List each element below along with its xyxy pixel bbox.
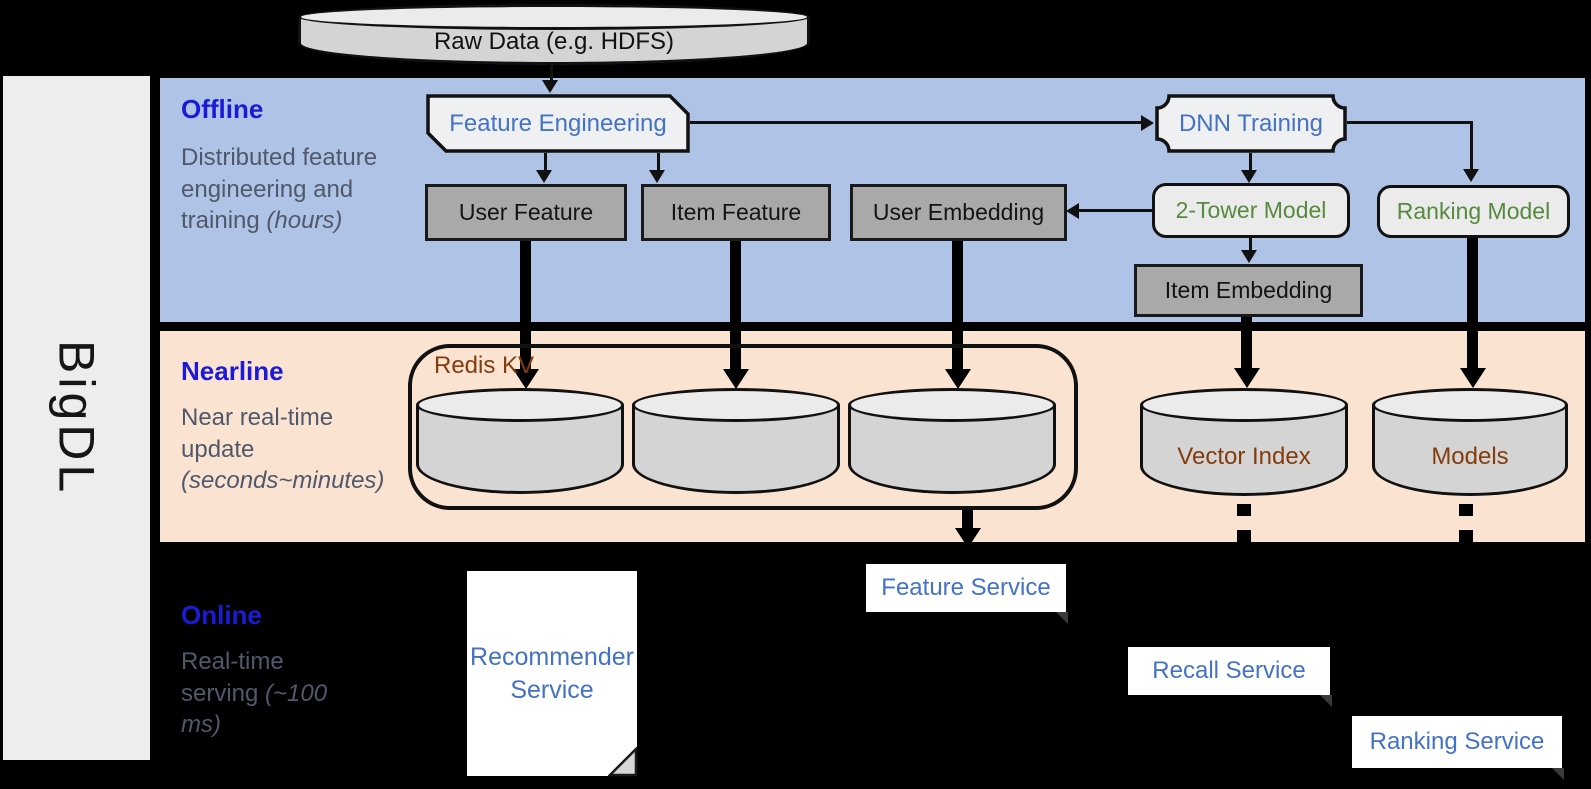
- folded-corner-icon: [608, 747, 638, 777]
- snip-rect-shape: [426, 94, 690, 153]
- connector-dnn-ranking-h: [1347, 121, 1473, 124]
- recommender-service-node: Recommender Service: [467, 571, 637, 776]
- connector-twotower-userembedding: [1079, 209, 1153, 212]
- pipe-itemfeature-redis: [730, 241, 741, 371]
- dashed-stub-models-2: [1459, 530, 1473, 542]
- folded-corner-icon: [1320, 695, 1332, 707]
- redis-cylinder-2: [632, 388, 840, 494]
- nearline-duration: (seconds~minutes): [181, 467, 385, 495]
- dashed-stub-vectorindex-2: [1237, 530, 1251, 542]
- recall-service-label: Recall Service: [1152, 657, 1306, 684]
- pipe-userfeature-redis: [520, 241, 531, 371]
- feature-service-node: Feature Service: [866, 564, 1068, 624]
- offline-description: Distributed feature engineering and trai…: [181, 142, 391, 237]
- redis-kv-container: [408, 344, 1078, 510]
- connector-rawdata-fe: [550, 64, 553, 82]
- cylinder-top: [416, 388, 624, 422]
- raw-data-store: Raw Data (e.g. HDFS): [298, 4, 810, 65]
- online-title: Online: [181, 600, 262, 630]
- item-embedding-node: Item Embedding: [1134, 264, 1363, 317]
- pipe-userembedding-redis: [952, 241, 963, 371]
- arrowhead-twotower-itemembedding: [1241, 250, 1257, 263]
- pipe-itemembedding-vectorindex: [1241, 317, 1252, 370]
- item-feature-node: Item Feature: [641, 184, 831, 241]
- offline-title: Offline: [181, 94, 264, 124]
- dnn-training-label: DNN Training: [1178, 109, 1324, 137]
- online-description-text: Real-time serving: [181, 648, 284, 707]
- plaque-shape: [1155, 94, 1347, 153]
- cylinder-top: [632, 388, 840, 422]
- cylinder-top: [848, 388, 1056, 422]
- bigdl-sidebar: BigDL: [3, 76, 150, 760]
- pipe-head-itemembedding: [1234, 368, 1260, 388]
- models-store: Models: [1372, 388, 1568, 496]
- vector-index-label: Vector Index: [1177, 443, 1311, 470]
- nearline-description: Near real-time update (seconds~minutes): [181, 402, 406, 497]
- redis-kv-label: Redis KV: [434, 352, 535, 379]
- pipe-rankingmodel-models: [1467, 238, 1478, 370]
- cylinder-top: [1372, 388, 1568, 422]
- vector-index-store: Vector Index: [1140, 388, 1348, 496]
- online-description: Real-time serving (~100 ms): [181, 646, 356, 741]
- arrowhead-rawdata-fe: [542, 80, 558, 93]
- user-feature-node: User Feature: [425, 184, 627, 241]
- arrowhead-fe-dnn: [1141, 115, 1154, 131]
- pipe-redis-featureservice: [962, 510, 973, 530]
- connector-twotower-itemembedding: [1249, 238, 1252, 253]
- recall-service-node: Recall Service: [1128, 647, 1332, 707]
- arrowhead-twotower-userembedding: [1066, 203, 1079, 219]
- nearline-title: Nearline: [181, 356, 284, 386]
- ranking-model-node: Ranking Model: [1377, 185, 1570, 238]
- ranking-service-node: Ranking Service: [1352, 716, 1564, 780]
- dnn-training-node: DNN Training: [1155, 94, 1347, 153]
- pipe-head-redis-featureservice: [955, 528, 981, 548]
- redis-cylinder-3: [848, 388, 1056, 494]
- ranking-model-label: Ranking Model: [1396, 198, 1551, 224]
- arrowhead-fe-itemfeature: [649, 170, 665, 183]
- connector-dnn-twotower: [1249, 153, 1252, 173]
- arrowhead-fe-userfeature: [536, 170, 552, 183]
- raw-data-label: Raw Data (e.g. HDFS): [433, 27, 675, 55]
- bigdl-label: BigDL: [48, 339, 105, 497]
- connector-fe-itemfeature: [657, 153, 660, 173]
- connector-fe-userfeature: [544, 153, 547, 173]
- folded-corner-icon: [1552, 768, 1564, 780]
- recommender-service-label: Recommender Service: [470, 643, 634, 704]
- folded-corner-icon: [1056, 612, 1068, 624]
- online-duration: (~100 ms): [181, 679, 328, 739]
- connector-fe-dnn: [690, 121, 1142, 124]
- pipe-head-rankingmodel: [1460, 368, 1486, 388]
- user-embedding-node: User Embedding: [850, 184, 1067, 241]
- user-embedding-label: User Embedding: [872, 199, 1045, 225]
- pipe-head-userfeature: [513, 369, 539, 389]
- redis-cylinder-1: [416, 388, 624, 494]
- offline-description-text: Distributed feature engineering and trai…: [181, 144, 378, 235]
- ranking-service-label: Ranking Service: [1369, 728, 1545, 755]
- two-tower-model-label: 2-Tower Model: [1175, 197, 1327, 223]
- user-feature-label: User Feature: [458, 199, 594, 225]
- offline-duration: (hours): [266, 207, 343, 235]
- dashed-stub-models-1: [1459, 504, 1473, 516]
- pipe-head-itemfeature: [723, 369, 749, 389]
- cylinder-top: [1140, 388, 1348, 422]
- nearline-description-text: Near real-time update: [181, 404, 334, 463]
- connector-dnn-ranking-v: [1470, 121, 1473, 171]
- item-embedding-label: Item Embedding: [1164, 277, 1333, 303]
- cylinder-top: [298, 4, 810, 30]
- dashed-stub-vectorindex-1: [1237, 504, 1251, 516]
- arrowhead-dnn-twotower: [1241, 170, 1257, 183]
- feature-engineering-node: Feature Engineering: [426, 94, 690, 153]
- models-label: Models: [1431, 443, 1509, 470]
- pipe-head-userembedding: [945, 369, 971, 389]
- feature-service-label: Feature Service: [881, 574, 1051, 601]
- feature-engineering-label: Feature Engineering: [449, 109, 667, 137]
- arrowhead-dnn-ranking: [1463, 169, 1479, 182]
- item-feature-label: Item Feature: [670, 199, 802, 225]
- two-tower-model-node: 2-Tower Model: [1152, 183, 1350, 238]
